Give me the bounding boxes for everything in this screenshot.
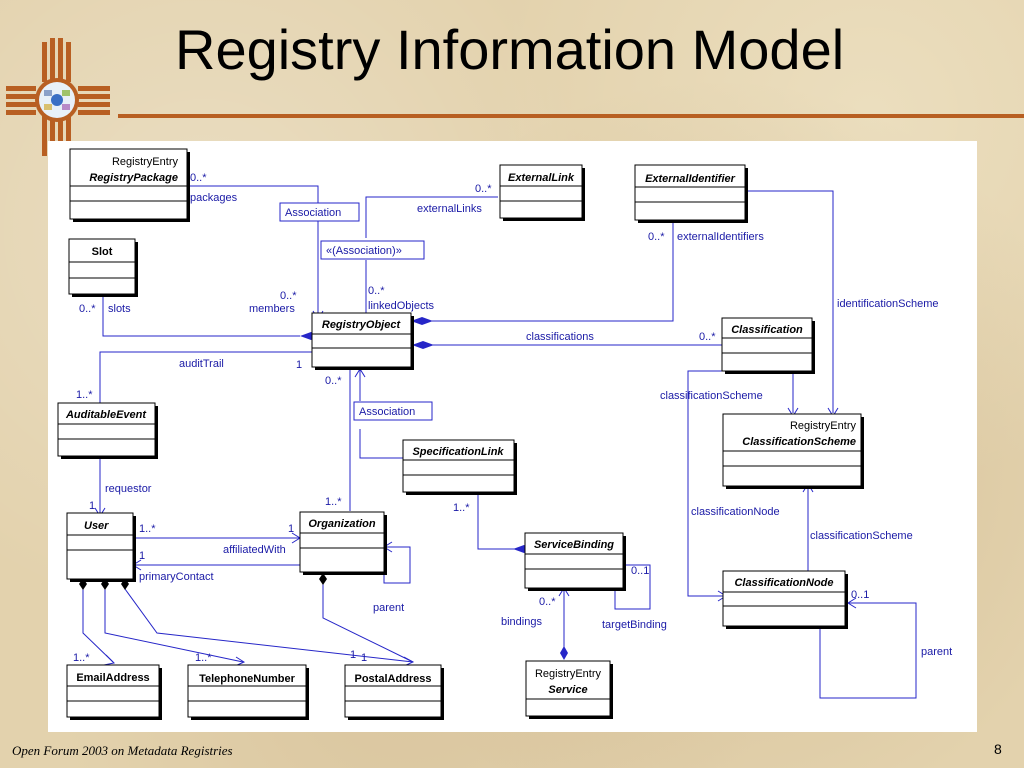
class-service-binding[interactable]: ServiceBinding [524, 532, 626, 591]
svg-text:primaryContact: primaryContact [139, 571, 214, 583]
svg-text:Organization: Organization [308, 518, 376, 530]
svg-text:Slot: Slot [92, 246, 113, 258]
class-classification-scheme[interactable]: RegistryEntry ClassificationScheme [722, 413, 864, 489]
svg-text:bindings: bindings [501, 616, 542, 628]
svg-text:RegistryEntry: RegistryEntry [790, 420, 857, 432]
svg-text:requestor: requestor [105, 483, 152, 495]
slide-title: Registry Information Model [175, 18, 845, 81]
svg-text:1: 1 [89, 500, 95, 512]
svg-text:RegistryEntry: RegistryEntry [112, 156, 179, 168]
svg-text:ExternalLink: ExternalLink [508, 172, 575, 184]
svg-text:«(Association)»: «(Association)» [326, 245, 402, 257]
svg-text:slots: slots [108, 303, 131, 315]
svg-text:SpecificationLink: SpecificationLink [412, 446, 504, 458]
uml-diagram: Association «(Association)» Association … [48, 141, 977, 732]
svg-text:1: 1 [361, 652, 367, 664]
svg-text:packages: packages [190, 192, 238, 204]
class-email-address[interactable]: EmailAddress [66, 664, 162, 720]
svg-text:1..*: 1..* [195, 652, 212, 664]
class-telephone-number[interactable]: TelephoneNumber [187, 664, 309, 720]
svg-text:affiliatedWith: affiliatedWith [223, 544, 286, 556]
class-organization[interactable]: Organization [299, 511, 387, 575]
svg-text:TelephoneNumber: TelephoneNumber [199, 673, 295, 685]
class-slot[interactable]: Slot [68, 238, 138, 297]
zia-sun-logo-icon [6, 38, 110, 158]
svg-text:1..*: 1..* [325, 496, 342, 508]
svg-text:1: 1 [350, 649, 356, 661]
svg-text:classifications: classifications [526, 331, 594, 343]
svg-text:User: User [84, 520, 109, 532]
svg-text:0..*: 0..* [648, 231, 665, 243]
class-external-identifier[interactable]: ExternalIdentifier [634, 164, 748, 223]
svg-text:RegistryEntry: RegistryEntry [535, 668, 602, 680]
svg-text:AuditableEvent: AuditableEvent [65, 409, 147, 421]
class-postal-address[interactable]: PostalAddress [344, 664, 444, 720]
svg-text:1: 1 [139, 550, 145, 562]
svg-text:Association: Association [285, 207, 341, 219]
svg-text:ExternalIdentifier: ExternalIdentifier [645, 173, 736, 185]
svg-text:0..1: 0..1 [631, 565, 649, 577]
svg-text:0..*: 0..* [475, 183, 492, 195]
svg-text:RegistryPackage: RegistryPackage [89, 172, 178, 184]
svg-text:externalLinks: externalLinks [417, 203, 482, 215]
svg-text:1: 1 [288, 523, 294, 535]
svg-text:0..*: 0..* [190, 172, 207, 184]
class-specification-link[interactable]: SpecificationLink [402, 439, 517, 495]
svg-text:0..*: 0..* [325, 375, 342, 387]
svg-text:RegistryObject: RegistryObject [322, 319, 402, 331]
class-service[interactable]: RegistryEntry Service [525, 660, 613, 719]
association-labels: 0..* packages 0..* externalLinks 0..* ex… [73, 172, 952, 664]
svg-text:0..*: 0..* [79, 303, 96, 315]
svg-text:0..*: 0..* [539, 596, 556, 608]
svg-text:1..*: 1..* [73, 652, 90, 664]
class-classification[interactable]: Classification [721, 317, 815, 374]
svg-text:parent: parent [373, 602, 404, 614]
svg-text:Service: Service [548, 684, 587, 696]
class-external-link[interactable]: ExternalLink [499, 164, 585, 221]
connector-lines [82, 185, 917, 699]
svg-text:EmailAddress: EmailAddress [76, 672, 149, 684]
svg-text:0..1: 0..1 [851, 589, 869, 601]
svg-text:externalIdentifiers: externalIdentifiers [677, 231, 764, 243]
svg-text:ClassificationScheme: ClassificationScheme [742, 436, 856, 448]
svg-text:1..*: 1..* [139, 523, 156, 535]
svg-text:0..*: 0..* [280, 290, 297, 302]
svg-text:Association: Association [359, 406, 415, 418]
svg-text:ServiceBinding: ServiceBinding [534, 539, 614, 551]
svg-text:0..*: 0..* [699, 331, 716, 343]
title-rule [118, 114, 1024, 118]
svg-text:ClassificationNode: ClassificationNode [734, 577, 833, 589]
class-user[interactable]: User [66, 512, 136, 582]
svg-text:parent: parent [921, 646, 952, 658]
svg-text:PostalAddress: PostalAddress [354, 673, 431, 685]
svg-text:linkedObjects: linkedObjects [368, 300, 435, 312]
svg-text:1..*: 1..* [76, 389, 93, 401]
class-registry-package[interactable]: RegistryEntry RegistryPackage [69, 148, 190, 222]
association-box-top: Association [279, 202, 360, 222]
class-registry-object[interactable]: RegistryObject [311, 312, 414, 370]
class-auditable-event[interactable]: AuditableEvent [57, 402, 158, 459]
svg-text:targetBinding: targetBinding [602, 619, 667, 631]
svg-text:classificationScheme: classificationScheme [810, 530, 913, 542]
class-classification-node[interactable]: ClassificationNode [722, 570, 848, 629]
svg-text:Classification: Classification [731, 324, 803, 336]
slide-footer: Open Forum 2003 on Metadata Registries [12, 743, 233, 758]
page-number: 8 [994, 741, 1002, 757]
svg-text:classificationNode: classificationNode [691, 506, 780, 518]
svg-text:0..*: 0..* [368, 285, 385, 297]
svg-text:auditTrail: auditTrail [179, 358, 224, 370]
svg-text:1..*: 1..* [453, 502, 470, 514]
svg-text:classificationScheme: classificationScheme [660, 390, 763, 402]
association-box-stereotype: «(Association)» [320, 240, 425, 260]
svg-text:identificationScheme: identificationScheme [837, 298, 939, 310]
association-box-mid: Association [353, 401, 433, 421]
svg-text:1: 1 [296, 359, 302, 371]
svg-text:members: members [249, 303, 295, 315]
